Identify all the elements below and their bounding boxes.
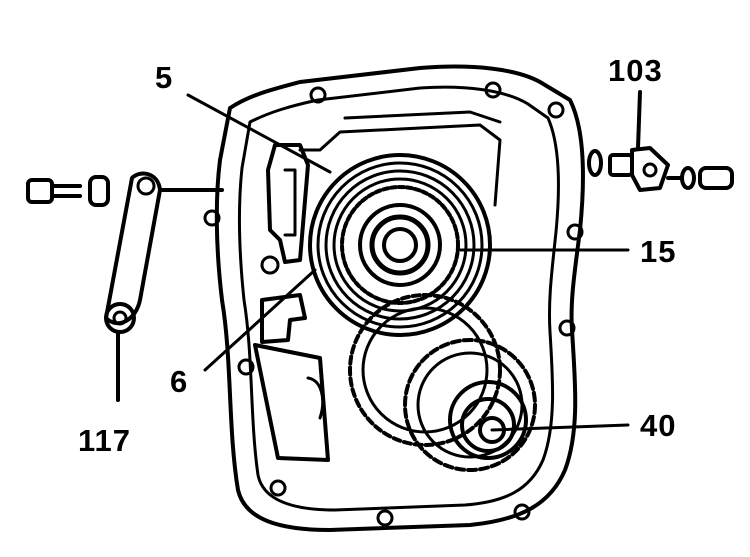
leader-lines	[186, 93, 630, 432]
upper-cavity	[298, 123, 502, 207]
lower-plate	[253, 343, 330, 462]
housing-outline	[214, 64, 585, 532]
flange-bolt-holes	[203, 81, 584, 527]
callout-6: 6	[170, 364, 189, 399]
upper-gear-15	[308, 153, 492, 337]
callout-103: 103	[608, 53, 663, 88]
left-bolt-assembly	[26, 175, 224, 207]
fork-lever	[260, 293, 307, 344]
linkage-arm-117	[104, 171, 162, 402]
shift-fork	[266, 143, 310, 264]
callout-15: 15	[640, 234, 677, 269]
lower-gear-cluster	[348, 293, 537, 472]
sensor-103	[587, 90, 734, 192]
cavity-rib	[343, 110, 502, 124]
callout-5: 5	[155, 60, 174, 95]
callout-117: 117	[78, 423, 132, 458]
callout-40: 40	[640, 408, 677, 443]
